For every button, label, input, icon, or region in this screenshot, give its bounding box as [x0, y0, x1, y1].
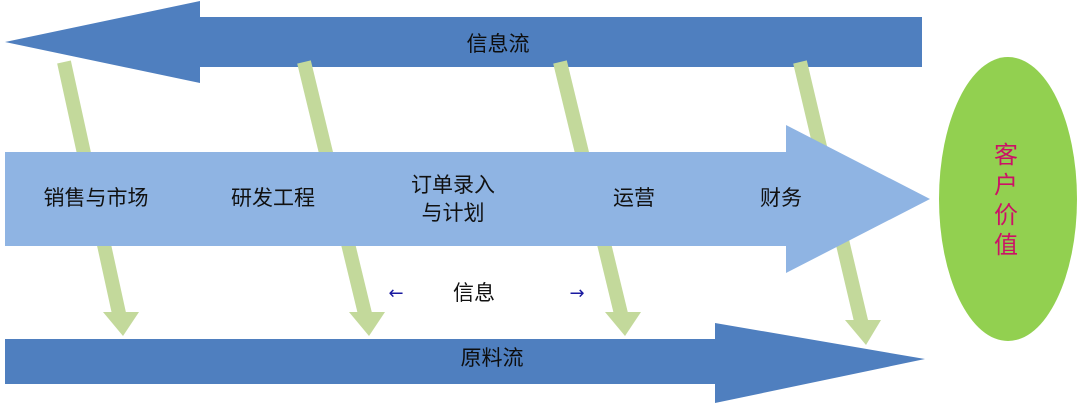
dept-finance: 财务	[760, 186, 802, 210]
material-flow-label: 原料流	[460, 346, 524, 370]
material-flow-arrow	[5, 323, 925, 403]
connector-finance-head	[845, 320, 881, 345]
dept-rd-engineering: 研发工程	[231, 186, 315, 210]
dept-sales-marketing: 销售与市场	[43, 186, 149, 210]
connector-rd-head	[349, 312, 385, 336]
dept-order-entry-planning: 订单录入 与计划	[411, 173, 495, 225]
dept-operations: 运营	[613, 186, 655, 210]
info-left-arrow: ←	[388, 283, 404, 304]
customer-value-ellipse	[939, 57, 1077, 341]
process-arrow	[5, 125, 930, 273]
connector-ops-head	[605, 312, 641, 336]
info-right-arrow: →	[569, 283, 585, 304]
info-flow-label: 信息流	[466, 32, 530, 56]
info-label: 信息	[453, 281, 495, 305]
customer-value-label: 客户价值	[994, 141, 1018, 259]
connector-sales-head	[103, 312, 139, 336]
info-flow-arrow	[5, 1, 922, 83]
